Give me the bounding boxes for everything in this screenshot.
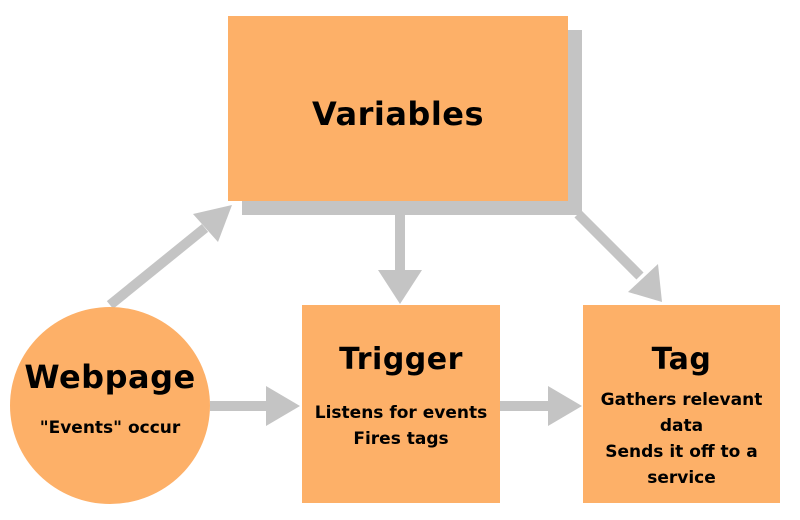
tag-node: Tag Gathers relevant data Sends it off t…	[583, 305, 780, 503]
tag-title: Tag	[651, 342, 712, 377]
variables-node: Variables	[228, 16, 568, 201]
tag-desc-line: service	[647, 468, 716, 488]
webpage-desc: "Events" occur	[39, 418, 181, 438]
tag-desc-line: Gathers relevant	[600, 390, 763, 410]
trigger-node: Trigger Listens for events Fires tags	[302, 305, 500, 503]
variables-title: Variables	[311, 95, 485, 133]
trigger-title: Trigger	[339, 342, 463, 377]
trigger-desc-line: Fires tags	[353, 429, 449, 449]
tag-desc-line: data	[659, 416, 704, 436]
webpage-node: Webpage "Events" occur	[10, 307, 210, 504]
trigger-desc-line: Listens for events	[314, 403, 488, 423]
webpage-title: Webpage	[24, 358, 196, 396]
trigger-desc: Listens for events Fires tags	[302, 400, 500, 452]
arrow-webpage-to-trigger	[210, 386, 300, 426]
arrow-variables-to-trigger	[378, 214, 422, 304]
tag-desc-line: Sends it off to a	[605, 442, 758, 462]
arrow-webpage-to-variables	[106, 205, 232, 309]
arrow-variables-to-tag	[574, 210, 662, 302]
arrow-trigger-to-tag	[500, 386, 582, 426]
tag-desc: Gathers relevant data Sends it off to a …	[583, 387, 780, 491]
